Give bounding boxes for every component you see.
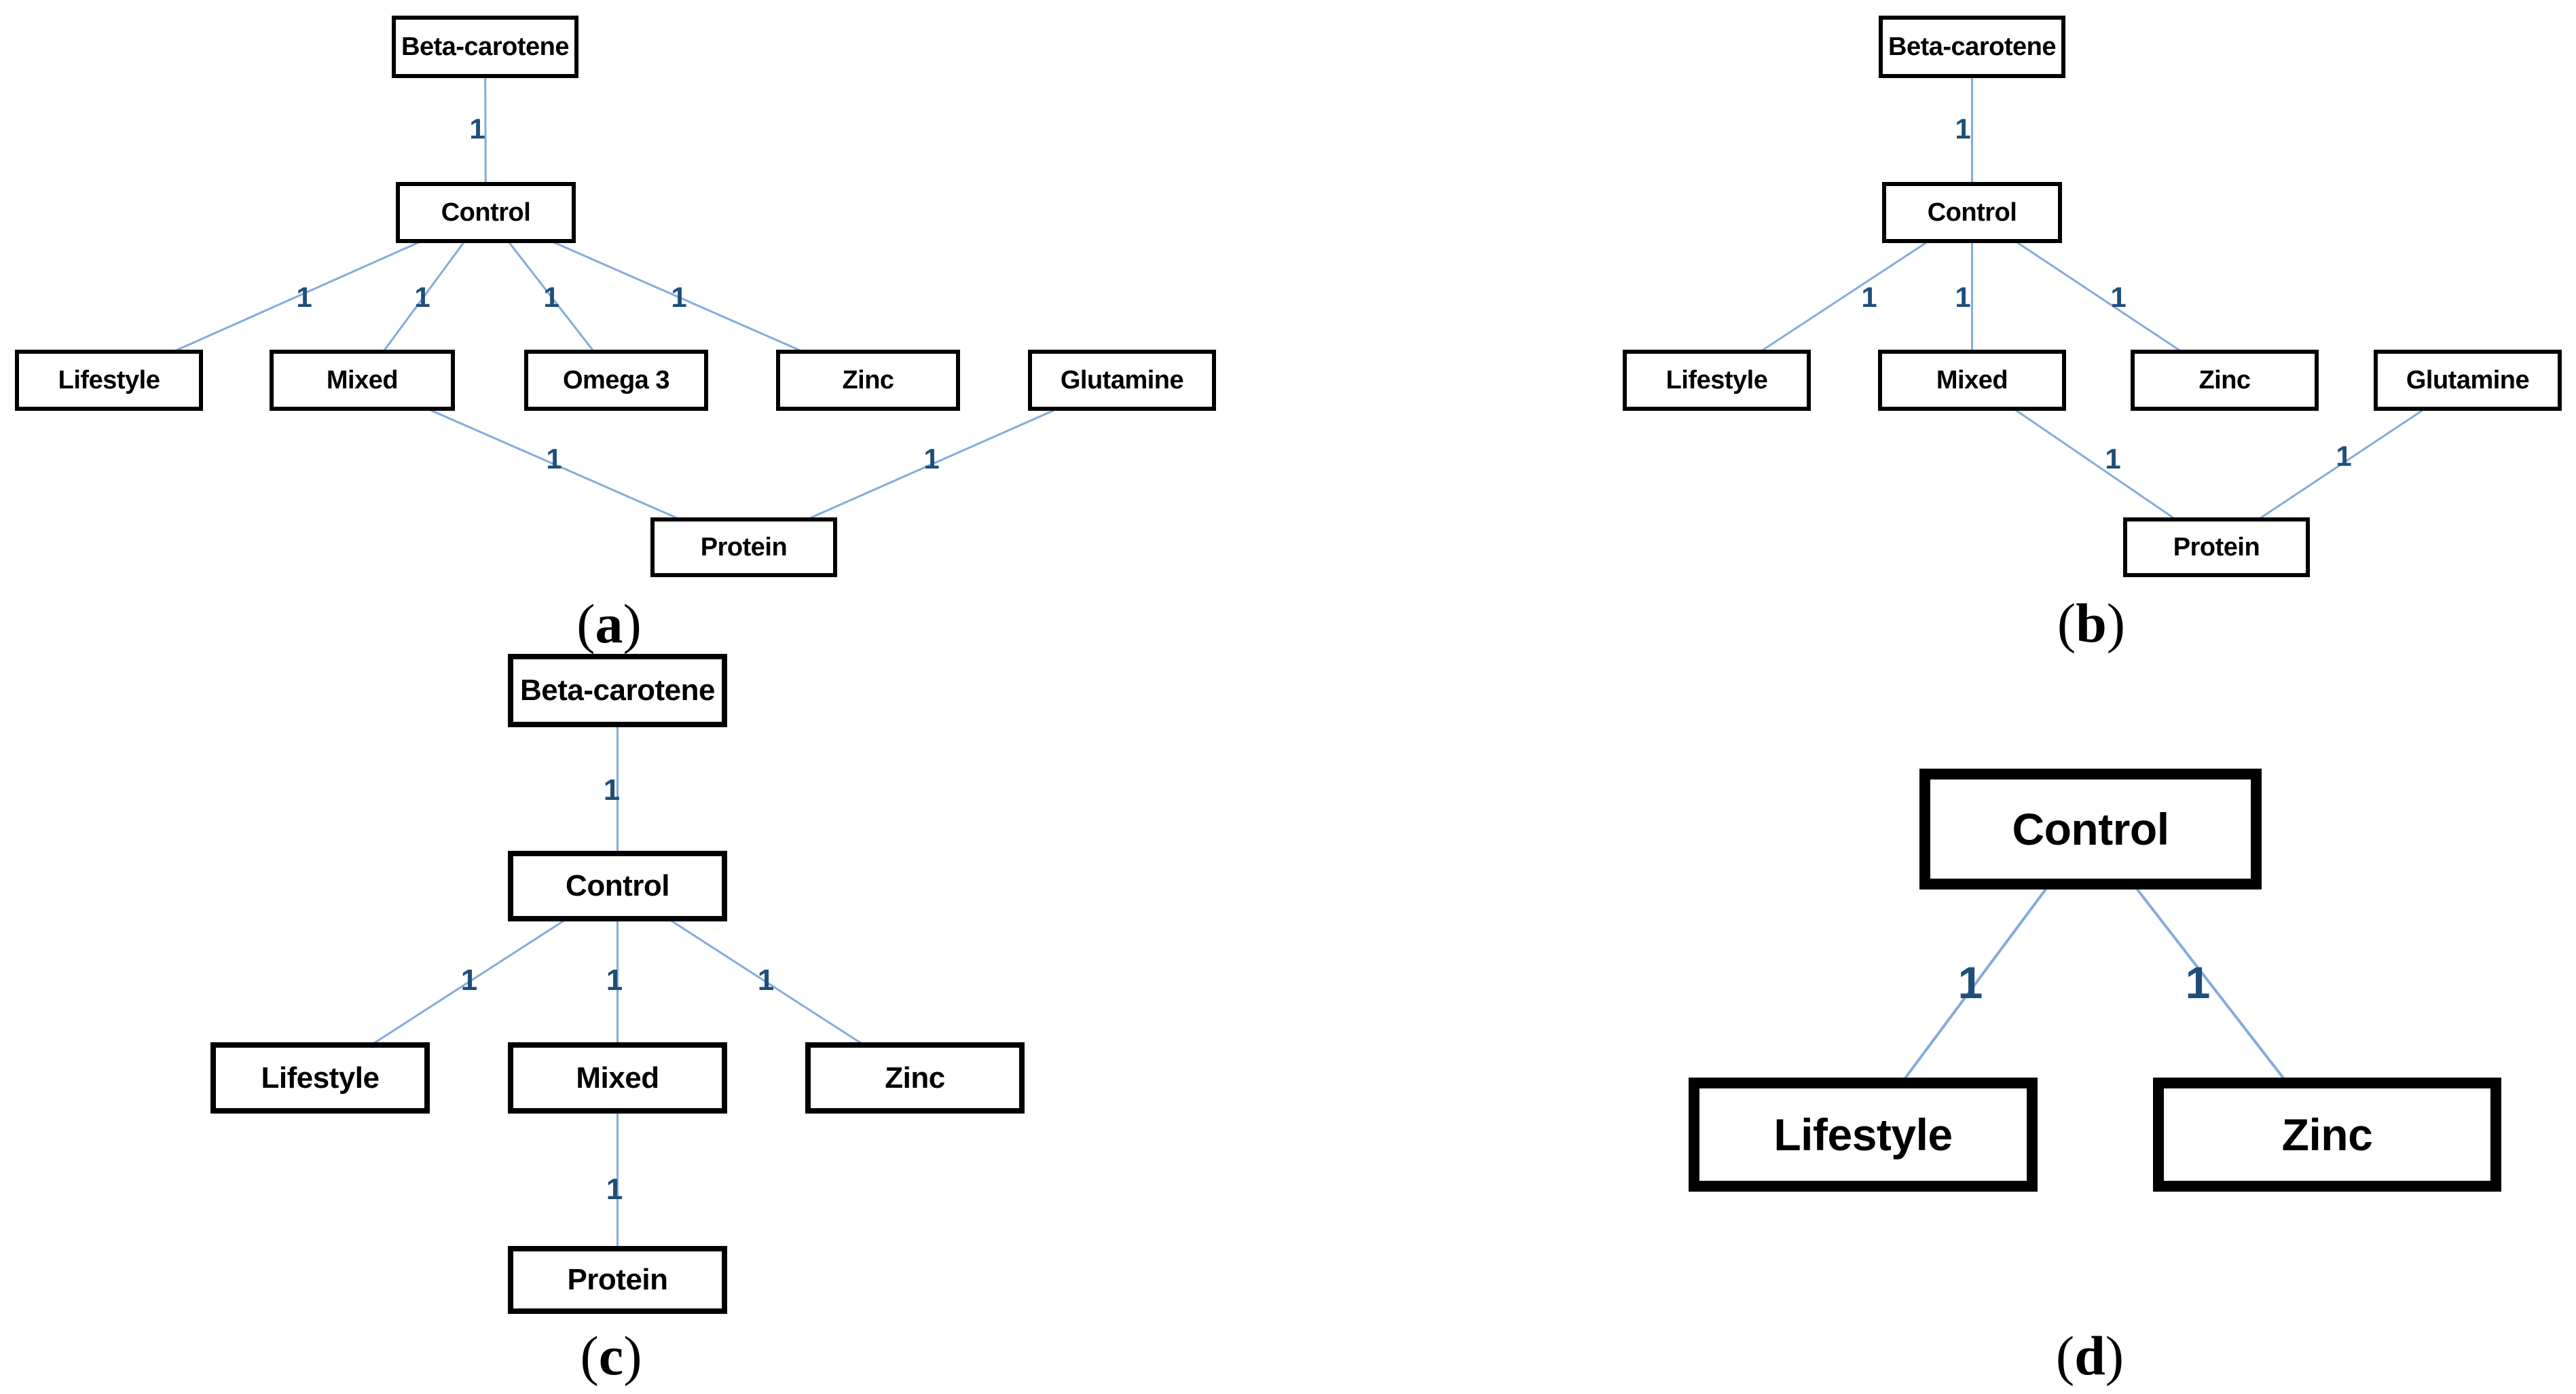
edge-d-control-zinc	[2089, 828, 2329, 1136]
edge-a-mixed-protein	[361, 379, 745, 549]
edge-a-beta-control	[484, 46, 487, 213]
edge-a-control-lifestyle	[108, 211, 487, 382]
edge-c-control-zinc	[617, 885, 916, 1079]
edge-d-control-lifestyle	[1862, 828, 2092, 1136]
edge-b-control-zinc	[1971, 211, 2226, 382]
edge-c-control-lifestyle	[319, 885, 619, 1079]
edge-b-control-lifestyle	[1716, 211, 1973, 382]
edge-b-glutamine-protein	[2215, 379, 2469, 549]
edge-a-control-zinc	[485, 211, 869, 382]
edge-b-mixed-protein	[1971, 379, 2218, 549]
edge-a-glutamine-protein	[743, 379, 1123, 549]
edge-a-control-mixed	[361, 212, 487, 381]
edge-a-control-omega3	[485, 212, 617, 381]
